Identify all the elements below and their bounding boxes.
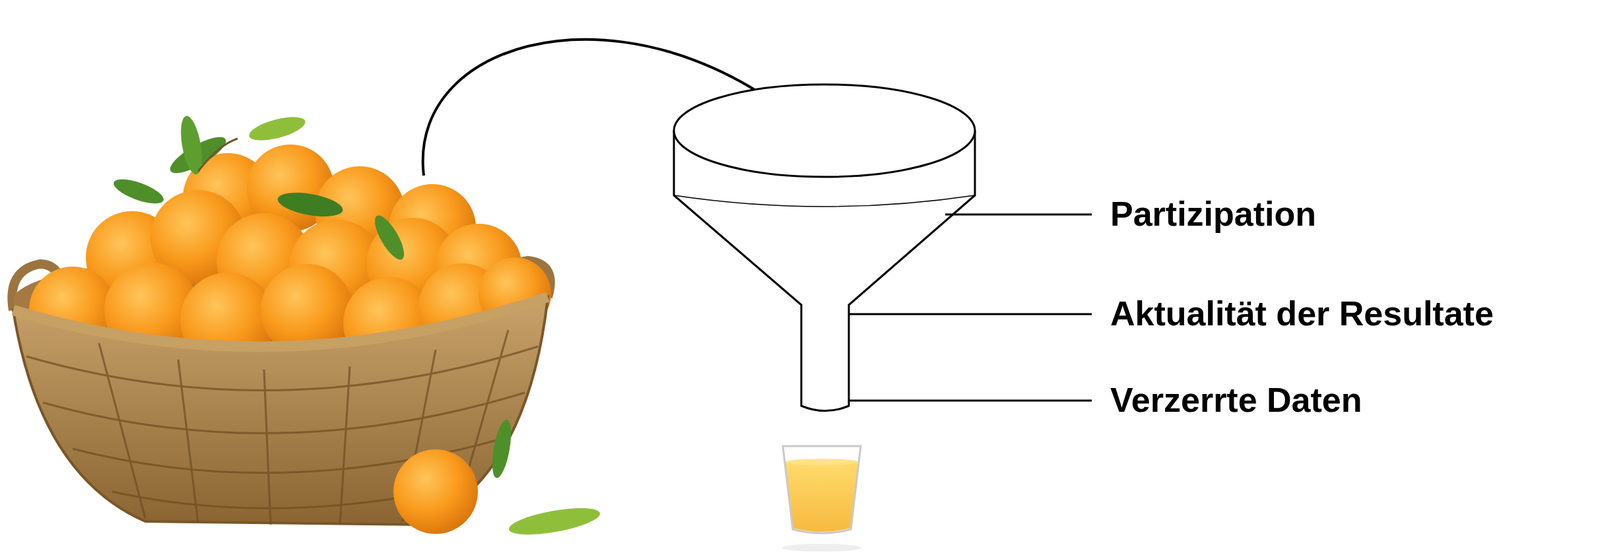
callout-label: Verzerrte Daten: [1110, 380, 1363, 421]
callout-label: Partizipation: [1110, 194, 1317, 235]
juice-glass: [782, 446, 862, 552]
callout-label: Aktualität der Resultate: [1110, 294, 1494, 334]
funnel: [673, 84, 975, 412]
loose-orange: [393, 418, 602, 540]
leaves: [110, 112, 410, 264]
leader-lines: [849, 214, 1092, 401]
